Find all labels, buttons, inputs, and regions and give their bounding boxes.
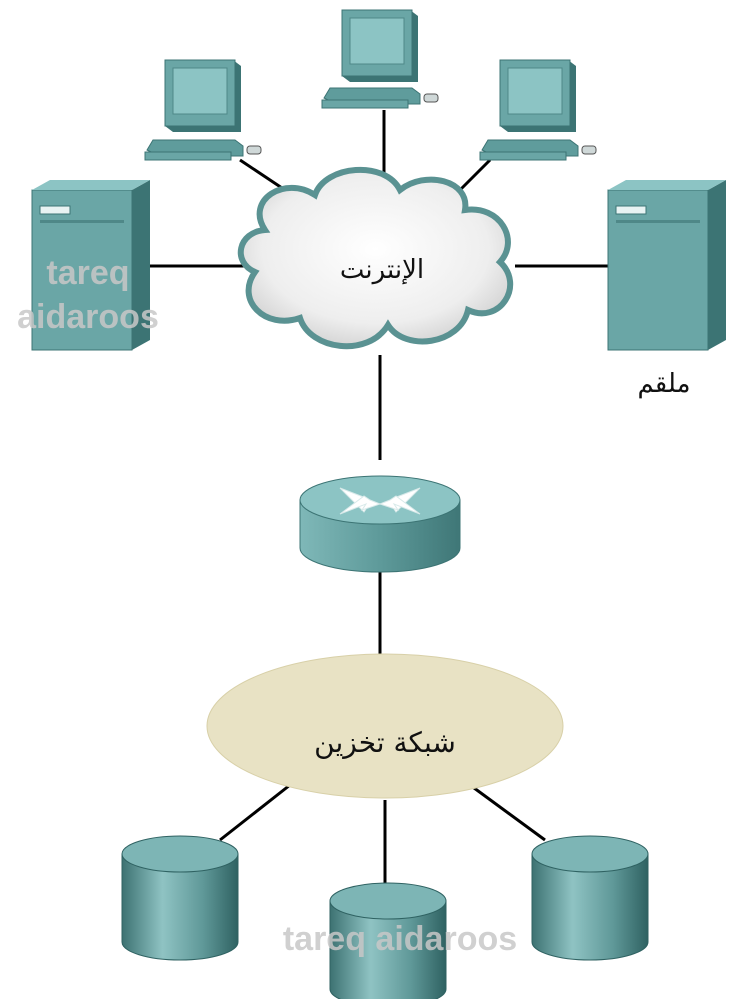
link-storage-disk-right [469, 783, 546, 842]
storage-network-label: شبكة تخزين [314, 726, 456, 759]
watermark-bottom: tareq aidaroos [283, 920, 517, 958]
router-icon [299, 475, 461, 573]
links [150, 110, 612, 888]
workstation-icon [144, 59, 262, 161]
server-icon [31, 180, 150, 351]
link-storage-disk-left [219, 783, 291, 842]
internet-label: الإنترنت [340, 255, 424, 285]
storage-network-cloud [206, 653, 564, 799]
watermark-left-line2: aidaroos [17, 298, 159, 336]
server-label: ملقم [638, 369, 691, 399]
workstation-icon [321, 9, 439, 109]
disk-cylinder-icon [329, 882, 447, 999]
watermark-left-line1: tareq [46, 254, 129, 292]
disk-cylinder-icon [531, 835, 649, 961]
workstation-icon [479, 59, 597, 161]
disk-cylinder-icon [121, 835, 239, 961]
server-icon [607, 180, 726, 351]
cloud-icon [237, 167, 514, 350]
